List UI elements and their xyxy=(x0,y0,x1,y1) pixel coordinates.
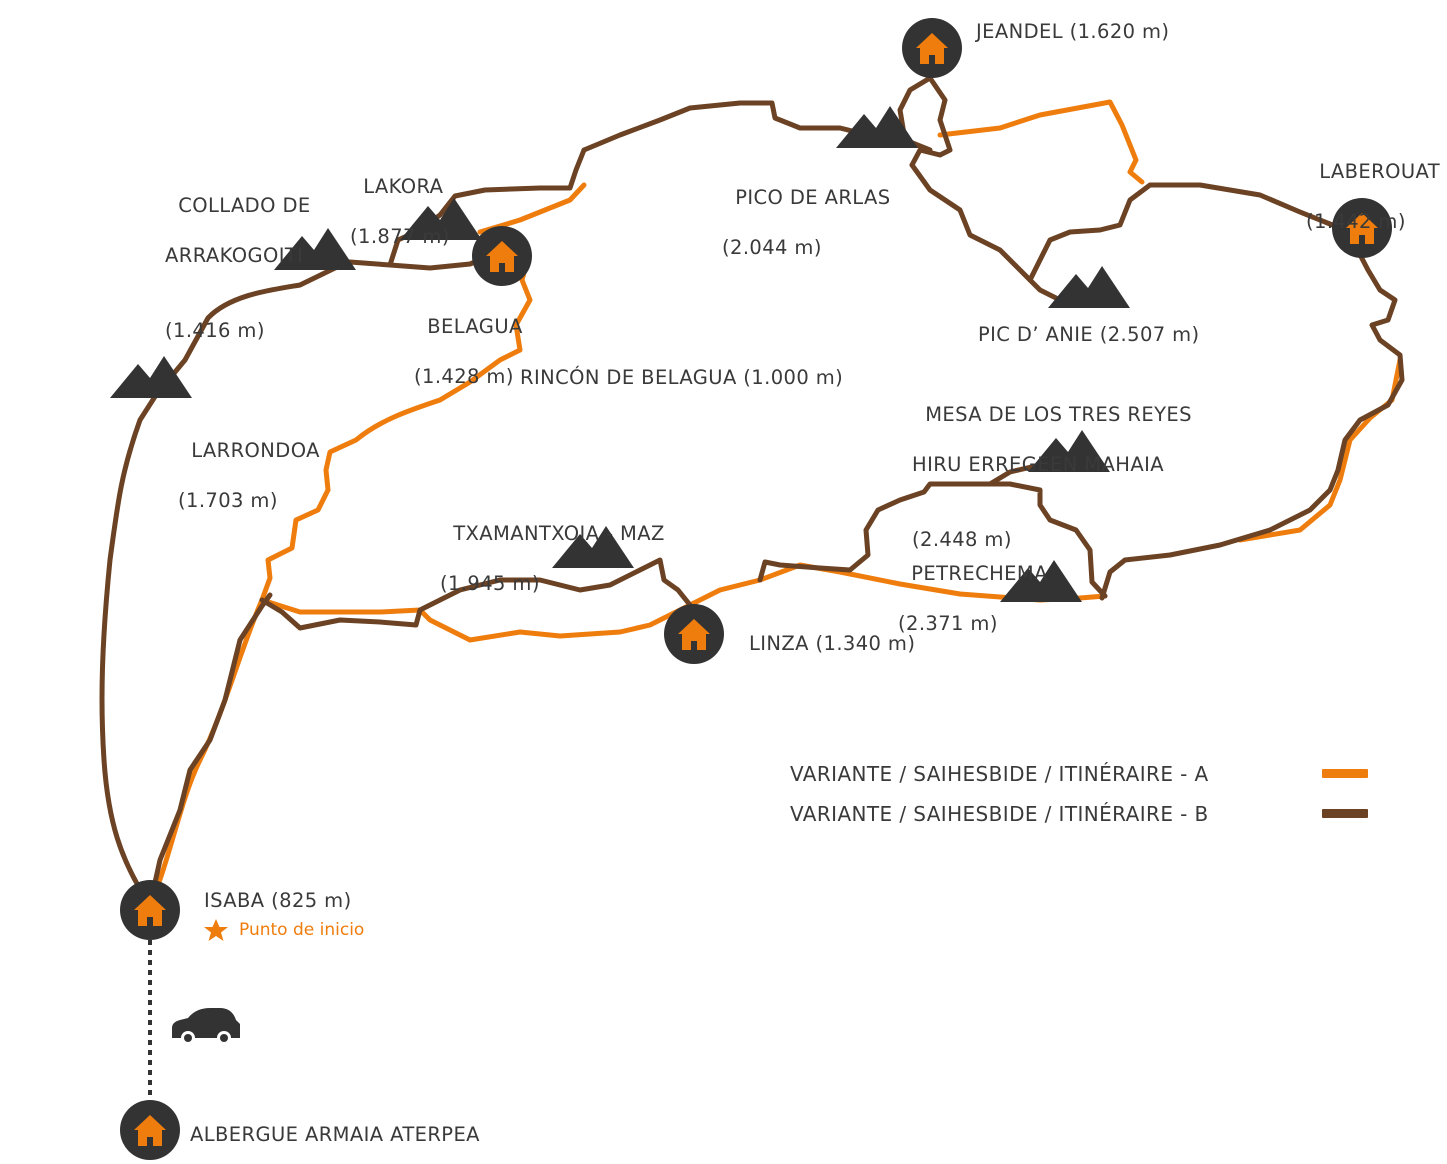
peak-elevation: (1.945 m) xyxy=(440,572,540,595)
peak-elevation: (1.703 m) xyxy=(178,489,278,512)
hut-label-isaba: ISABA (825 m) xyxy=(204,889,352,912)
route-a xyxy=(147,99,1403,908)
peak-elevation: (1.877 m) xyxy=(350,225,450,248)
house-icon xyxy=(902,18,962,78)
legend-swatch-b xyxy=(1322,809,1368,818)
peak-elevation: (2.448 m) xyxy=(912,528,1012,551)
legend-swatch-a xyxy=(1322,769,1368,778)
hut-label-albergue: ALBERGUE ARMAIA ATERPEA xyxy=(190,1123,480,1146)
house-icon xyxy=(472,226,532,286)
hut-label-jeandel: JEANDEL (1.620 m) xyxy=(976,20,1170,43)
peak-name: TXAMANTXOIA - MAZ xyxy=(453,522,665,545)
peak-elevation: (2.044 m) xyxy=(722,236,822,259)
peak-label-larrondoa: LARRONDOA (1.703 m) xyxy=(178,413,320,538)
peak-label-txamantxoia: TXAMANTXOIA - MAZ (1.945 m) xyxy=(440,496,665,621)
place-label-rincon: RINCÓN DE BELAGUA (1.000 m) xyxy=(520,366,844,389)
peak-label-anie: PIC D’ ANIE (2.507 m) xyxy=(978,323,1200,346)
peak-name: PETRECHEMA xyxy=(911,562,1048,585)
peak-name: LARRONDOA xyxy=(191,439,320,462)
car-icon xyxy=(172,1008,240,1045)
mountain-icon xyxy=(1048,266,1130,308)
legend-label-a: VARIANTE / SAIHESBIDE / ITINÉRAIRE - A xyxy=(790,762,1209,786)
peak-name: COLLADO DE xyxy=(178,194,311,217)
house-icon xyxy=(120,880,180,940)
hut-label-linza: LINZA (1.340 m) xyxy=(749,632,916,655)
peak-label-mesa: MESA DE LOS TRES REYES HIRU ERREGEEN MAH… xyxy=(912,377,1192,577)
peak-label-petrechema: PETRECHEMA (2.371 m) xyxy=(898,536,1048,661)
peak-label-arlas: PICO DE ARLAS (2.044 m) xyxy=(722,160,891,285)
peak-label-lakora: LAKORA (1.877 m) xyxy=(350,149,450,274)
hut-name: LABEROUAT xyxy=(1319,160,1441,183)
peak-elevation: (2.371 m) xyxy=(898,612,998,635)
peak-name-line2: ARRAKOGOITI xyxy=(165,244,304,267)
star-icon xyxy=(204,919,228,941)
hut-elevation: (1.442 m) xyxy=(1306,210,1406,233)
peak-name: LAKORA xyxy=(363,175,444,198)
hut-label-belagua: BELAGUA (1.428 m) xyxy=(414,289,523,414)
peak-name: PICO DE ARLAS xyxy=(735,186,891,209)
peak-label-collado: COLLADO DE ARRAKOGOITI (1.416 m) xyxy=(165,168,311,368)
hut-name: BELAGUA xyxy=(427,315,523,338)
peak-name: MESA DE LOS TRES REYES xyxy=(925,403,1192,426)
start-note: Punto de inicio xyxy=(239,920,365,940)
house-icon xyxy=(664,604,724,664)
hut-elevation: (1.428 m) xyxy=(414,365,514,388)
house-icon xyxy=(1332,198,1392,258)
peak-elevation: (1.416 m) xyxy=(165,319,265,342)
house-icon xyxy=(120,1100,180,1160)
hut-label-laberouat: LABEROUAT (1.442 m) xyxy=(1306,134,1440,259)
peak-name-line2: HIRU ERREGEEN MAHAIA xyxy=(912,453,1164,476)
mountain-icon xyxy=(836,106,918,148)
legend-label-b: VARIANTE / SAIHESBIDE / ITINÉRAIRE - B xyxy=(790,802,1209,826)
